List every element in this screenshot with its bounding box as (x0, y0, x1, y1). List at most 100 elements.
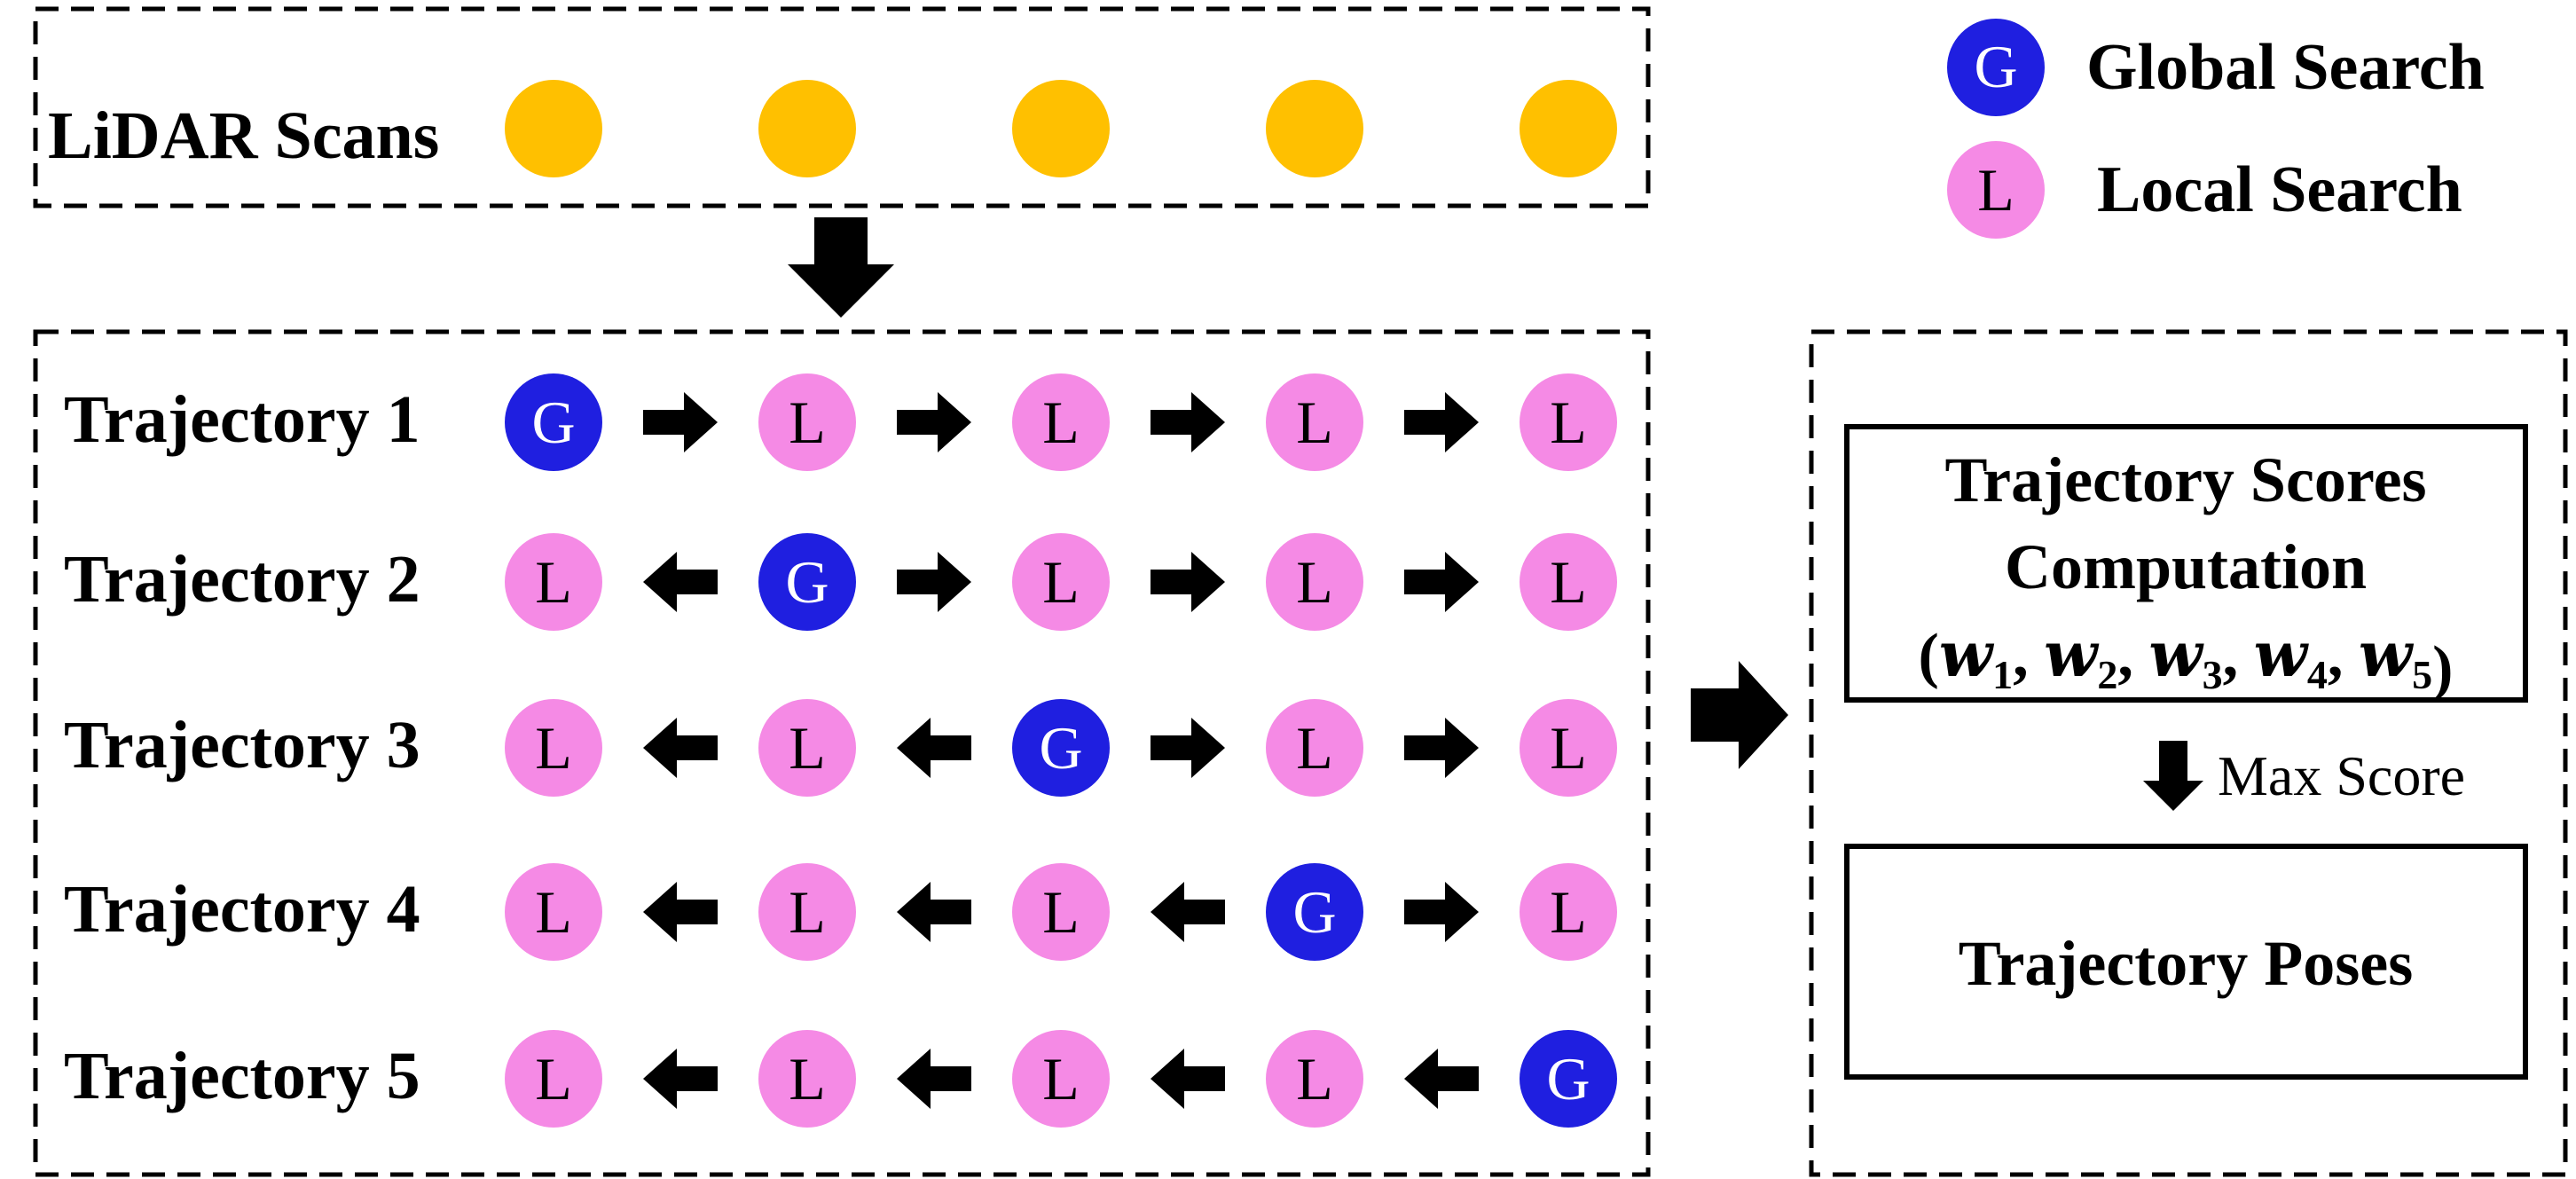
node-symbol: L (1550, 714, 1587, 782)
trajectory-label: Trajectory 2 (64, 542, 420, 617)
local-search-node (505, 533, 602, 631)
node-symbol: L (535, 1045, 572, 1112)
local-search-node (1520, 863, 1617, 961)
legend-global-marker (1947, 19, 2045, 116)
lidar-scan-dot (758, 80, 856, 177)
local-search-node (1520, 533, 1617, 631)
node-symbol: L (535, 714, 572, 782)
trajectory-label: Trajectory 5 (64, 1039, 420, 1113)
weights-formula: (w1, w2, w3, w4, w5) (1919, 617, 2454, 703)
trajectory-label: Trajectory 4 (64, 872, 420, 947)
node-symbol: L (535, 548, 572, 616)
node-symbol: L (1042, 548, 1080, 616)
arrow-right-icon (1404, 392, 1479, 452)
lidar-scan-dot (505, 80, 602, 177)
arrow-right-icon (1404, 882, 1479, 942)
node-symbol: G (785, 548, 829, 616)
legend-local-label: Local Search (2097, 153, 2462, 226)
legend: G Global Search L Local Search (1947, 19, 2485, 239)
arrow-left-icon (897, 1049, 971, 1109)
local-search-node (1266, 373, 1363, 471)
legend-global-symbol: G (1974, 33, 2017, 100)
local-search-node (505, 699, 602, 797)
local-search-node (1520, 699, 1617, 797)
local-search-node (758, 373, 856, 471)
node-symbol: L (1042, 389, 1080, 456)
trajectory-arrows (643, 392, 1479, 1109)
global-search-node (505, 373, 602, 471)
arrow-right-icon (643, 392, 718, 452)
local-search-node (758, 863, 856, 961)
right-big-arrow-icon (1691, 661, 1788, 769)
trajectory-labels: Trajectory 1 Trajectory 2 Trajectory 3 Traj… (64, 382, 420, 1113)
global-search-node (1520, 1030, 1617, 1128)
arrow-left-icon (1404, 1049, 1479, 1109)
arrow-left-icon (897, 718, 971, 778)
trajectory-label: Trajectory 3 (64, 708, 420, 782)
arrow-left-icon (1151, 882, 1225, 942)
legend-local-marker (1947, 141, 2045, 239)
trajectory-scores-box (1844, 424, 2528, 703)
arrow-right-icon (1151, 552, 1225, 612)
node-symbol: G (1546, 1045, 1590, 1112)
node-symbol: L (1296, 389, 1333, 456)
down-arrow-icon (788, 217, 894, 318)
node-symbol: L (789, 1045, 826, 1112)
arrow-right-icon (897, 552, 971, 612)
max-score-label: Max Score (2218, 744, 2465, 807)
arrow-left-icon (897, 882, 971, 942)
scores-title-line1: Trajectory Scores (1944, 444, 2426, 515)
local-search-node (505, 1030, 602, 1128)
local-search-node (1012, 373, 1110, 471)
node-symbol: L (1042, 1045, 1080, 1112)
lidar-scans-label: LiDAR Scans (48, 98, 439, 173)
max-score-arrow-icon (2143, 741, 2203, 811)
scores-title-line2: Computation (2005, 531, 2367, 602)
local-search-node (1266, 699, 1363, 797)
arrow-right-icon (1151, 392, 1225, 452)
node-symbol: L (789, 878, 826, 946)
arrow-right-icon (1404, 552, 1479, 612)
node-symbol: L (1296, 548, 1333, 616)
arrow-right-icon (1404, 718, 1479, 778)
local-search-node (1012, 863, 1110, 961)
node-symbol: G (531, 389, 575, 456)
node-symbol: G (1292, 878, 1336, 946)
node-symbol: G (1039, 714, 1082, 782)
lidar-scan-dot (1520, 80, 1617, 177)
local-search-node (1012, 1030, 1110, 1128)
legend-global-label: Global Search (2086, 31, 2485, 104)
local-search-node (1266, 533, 1363, 631)
scoring-panel-box (1809, 329, 2568, 1177)
arrow-left-icon (643, 552, 718, 612)
node-symbol: L (1550, 389, 1587, 456)
arrow-right-icon (1151, 718, 1225, 778)
local-search-node (1012, 533, 1110, 631)
global-search-node (1012, 699, 1110, 797)
node-symbol: L (1296, 1045, 1333, 1112)
node-symbol: L (1296, 714, 1333, 782)
trajectories-box (33, 329, 1651, 1177)
arrow-left-icon (1151, 1049, 1225, 1109)
local-search-node (758, 699, 856, 797)
local-search-node (505, 863, 602, 961)
node-symbol: L (1550, 878, 1587, 946)
scan-dots (505, 80, 1617, 177)
arrow-left-icon (643, 718, 718, 778)
legend-local-symbol: L (1977, 156, 2014, 224)
trajectory-poses-label: Trajectory Poses (1959, 928, 2413, 999)
arrow-left-icon (643, 1049, 718, 1109)
arrow-left-icon (643, 882, 718, 942)
local-search-node (1266, 1030, 1363, 1128)
trajectory-label: Trajectory 1 (64, 382, 420, 457)
local-search-node (1520, 373, 1617, 471)
node-symbol: L (789, 714, 826, 782)
lidar-scan-dot (1266, 80, 1363, 177)
local-search-node (758, 1030, 856, 1128)
node-symbol: L (789, 389, 826, 456)
trajectory-poses-box (1844, 844, 2528, 1080)
arrow-right-icon (897, 392, 971, 452)
lidar-scan-dot (1012, 80, 1110, 177)
